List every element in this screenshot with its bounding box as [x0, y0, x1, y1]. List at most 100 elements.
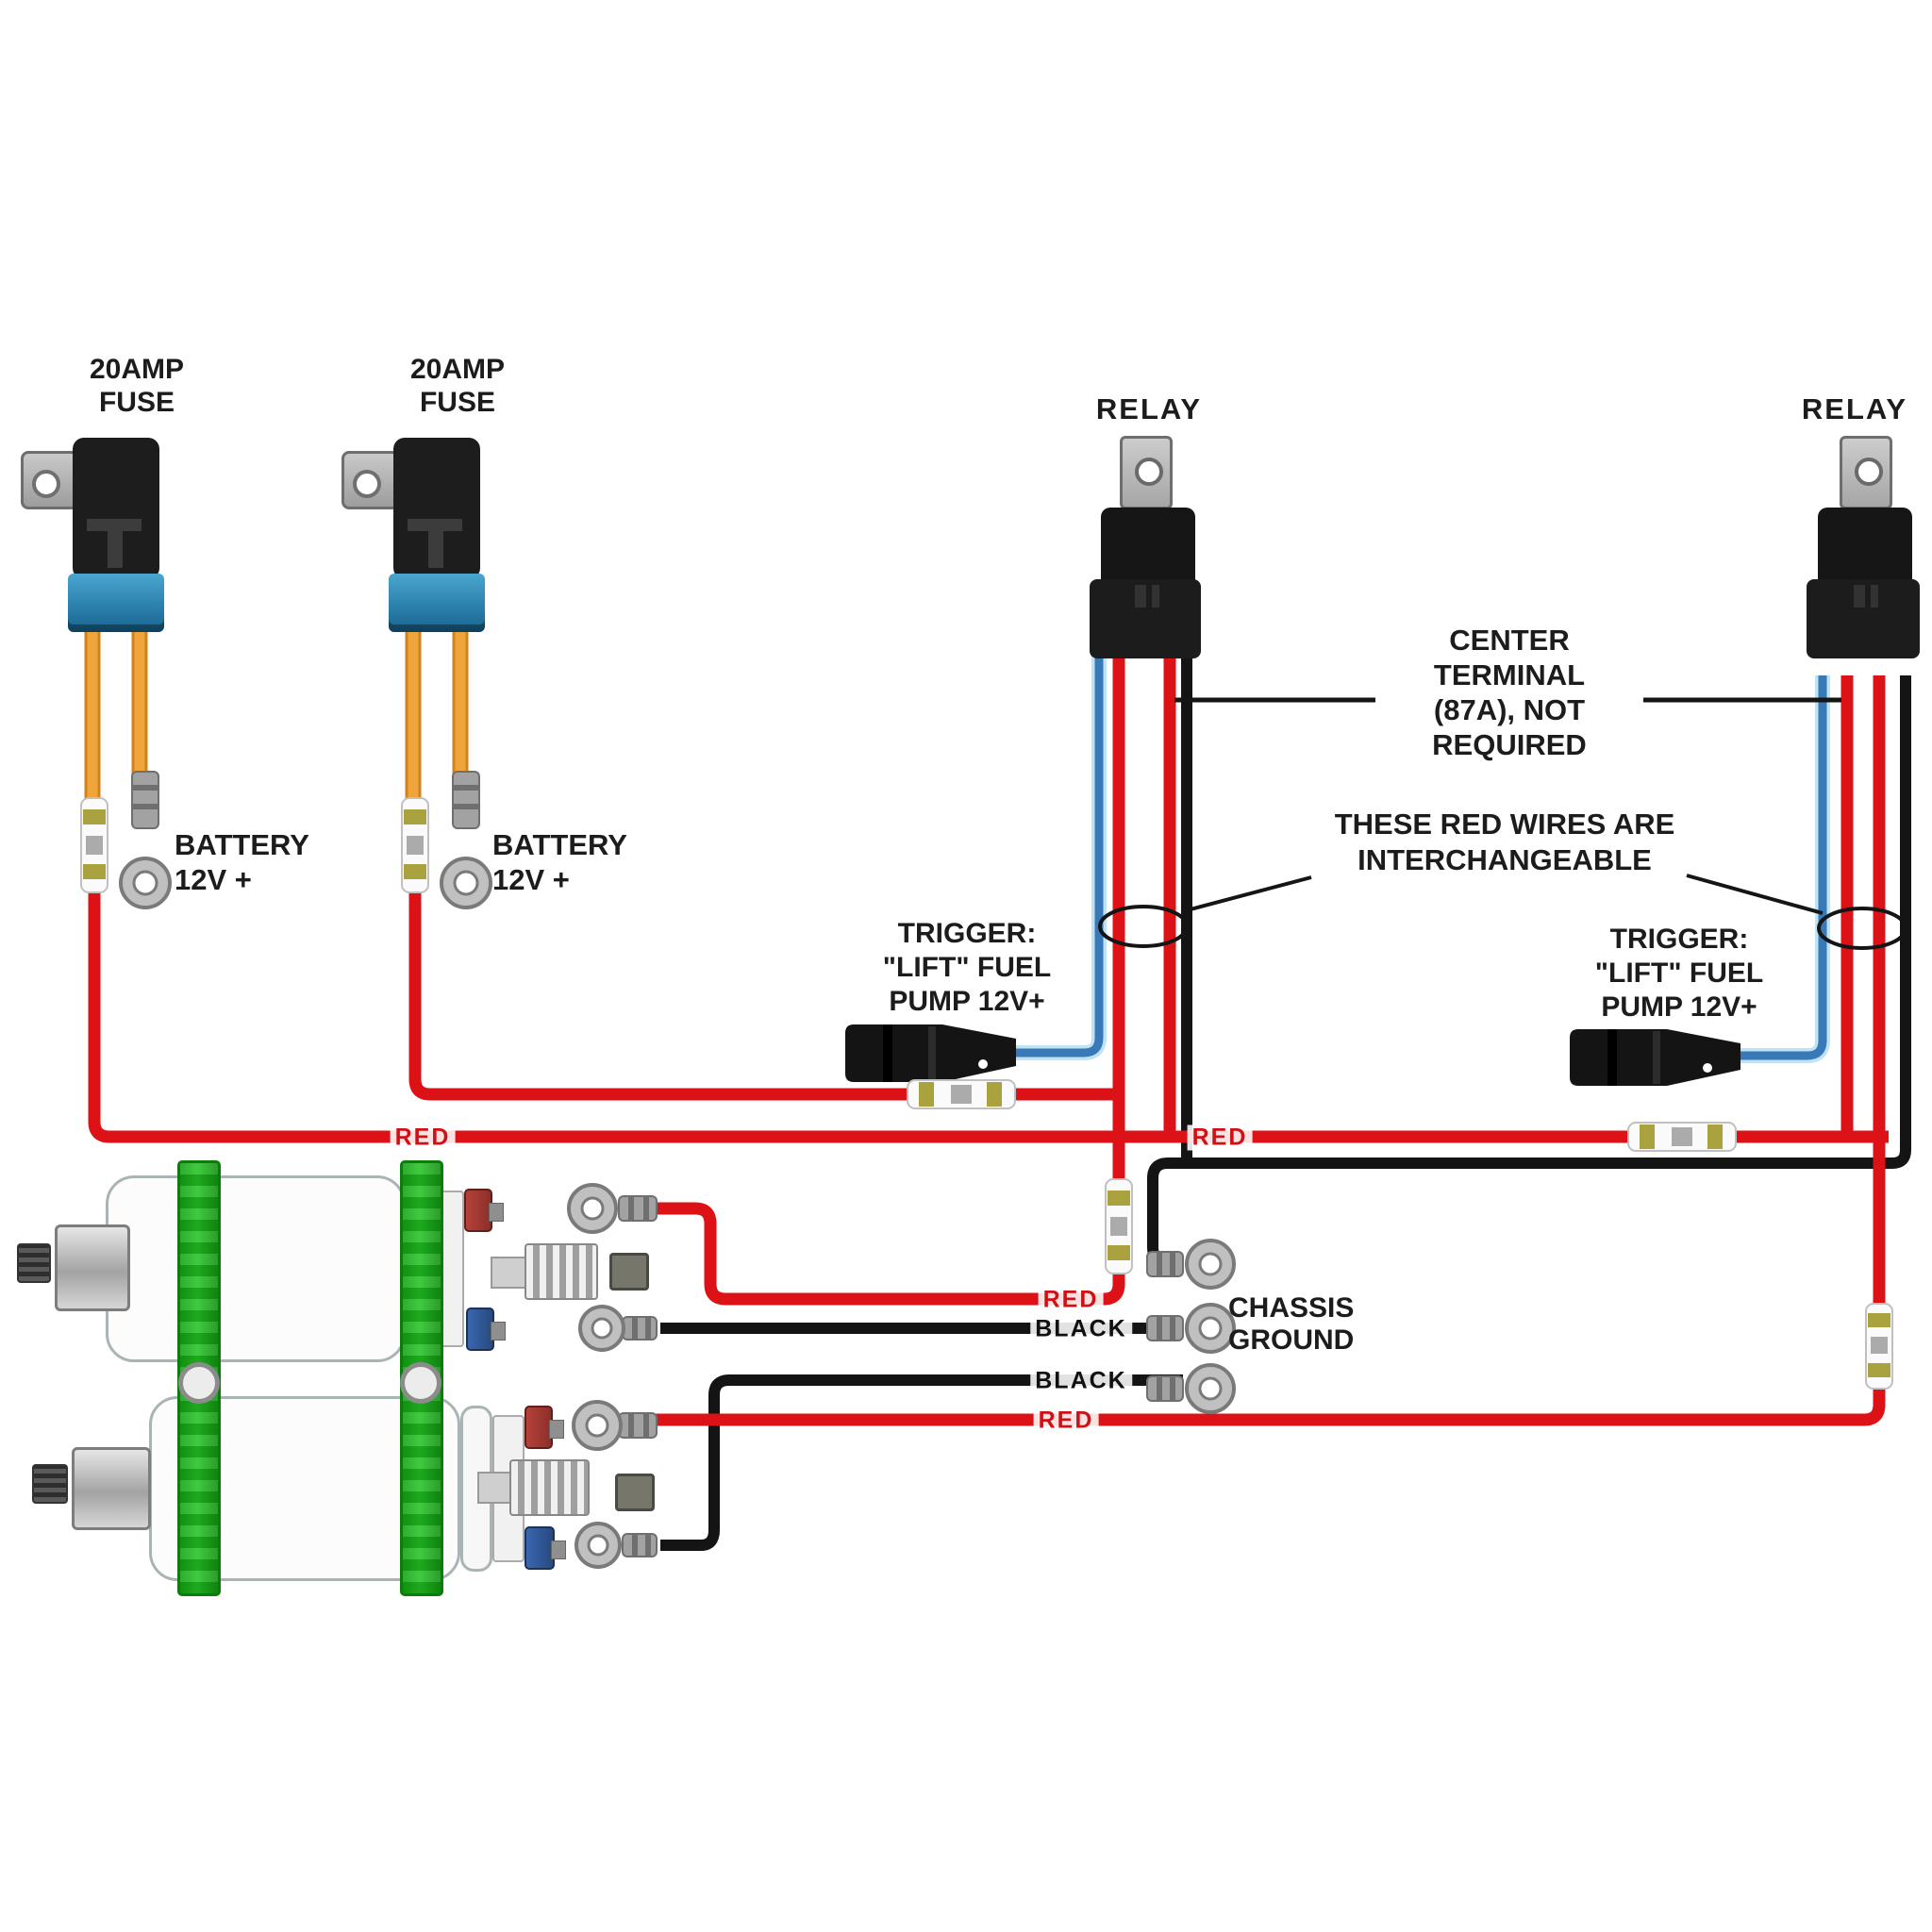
- trigger1-line1: TRIGGER:: [897, 918, 1037, 949]
- ellipse-callout-2: [1817, 907, 1907, 950]
- relay1-notch-2: [1152, 585, 1159, 608]
- fuse1-slot-v: [108, 519, 123, 568]
- ring-terminal-pump2-black: [575, 1522, 622, 1569]
- wire-label-red-main-right: RED: [1187, 1124, 1253, 1151]
- fuse1-label-line1: 20AMP: [89, 354, 185, 385]
- crimp-pump1-black: [622, 1316, 658, 1341]
- relay2-label: RELAY: [1801, 392, 1908, 425]
- pump2-ground-wire: [660, 1374, 1183, 1551]
- relay2-mount-hole-icon: [1855, 458, 1883, 486]
- pump1-negative-post: [466, 1307, 506, 1351]
- fuse1-mount-tab: [21, 451, 79, 509]
- interchangeable-line1: THESE RED WIRES ARE: [1334, 808, 1675, 841]
- fuse2-holder-icon: [393, 438, 480, 579]
- butt-splice-pump1-red: [1105, 1178, 1133, 1274]
- strap-grommet-left-icon: [178, 1362, 220, 1404]
- center-terminal-line3: (87A), NOT: [1433, 693, 1586, 726]
- relay2-notch-2: [1871, 585, 1878, 608]
- center-terminal-note: CENTER TERMINAL (87A), NOT REQUIRED: [1354, 623, 1665, 762]
- fuse1-label: 20AMP FUSE: [52, 353, 222, 420]
- pump1-negative-tab: [491, 1322, 506, 1341]
- ring-terminal-pump1-red: [567, 1183, 618, 1234]
- butt-splice-fuse2: [401, 797, 429, 893]
- relay2-trigger-wire: [1732, 675, 1827, 1060]
- pump2-inlet-tip: [32, 1464, 68, 1504]
- relay1-mount-tab: [1120, 436, 1173, 509]
- bullet-connector-1: [845, 1024, 1016, 1082]
- chassis-ground-line2: GROUND: [1228, 1324, 1355, 1356]
- fuse2-red-wire: [408, 889, 1113, 1101]
- fuse2-mount-hole-icon: [353, 470, 381, 498]
- ring-terminal-battery2: [440, 857, 492, 909]
- fuse2-mount-tab: [341, 451, 400, 509]
- relay2-socket: [1807, 579, 1920, 658]
- pump2-outlet-base: [477, 1472, 511, 1504]
- pump2-negative-tab: [551, 1541, 566, 1559]
- butt-splice-main-line: [1627, 1122, 1737, 1152]
- pump2-positive-post: [525, 1406, 564, 1449]
- butt-splice-fuse1: [80, 797, 108, 893]
- wire-label-black-pump2: BLACK: [1030, 1368, 1132, 1394]
- ring-terminal-ground-3: [1185, 1363, 1236, 1414]
- center-terminal-line1: CENTER: [1449, 624, 1570, 657]
- trigger2-line3: PUMP 12V+: [1601, 991, 1757, 1023]
- pump1-positive-tab: [489, 1203, 504, 1222]
- interchangeable-line-left: [1186, 875, 1312, 912]
- crimp-battery2: [452, 771, 480, 829]
- wire-label-black-pump1: BLACK: [1030, 1316, 1132, 1342]
- interchangeable-line2: INTERCHANGEABLE: [1357, 843, 1652, 876]
- pump2-positive-tab: [549, 1420, 564, 1439]
- fuse2-label-line2: FUSE: [419, 387, 495, 419]
- fuse1-mount-hole-icon: [32, 470, 60, 498]
- trigger1-line3: PUMP 12V+: [889, 986, 1045, 1017]
- relay1-trigger-wire: [1004, 651, 1104, 1058]
- relay1-pump1-red-wire: [655, 651, 1125, 1306]
- crimp-battery1: [131, 771, 159, 829]
- fuse2-blue-band: [389, 574, 485, 632]
- relay1-socket: [1090, 579, 1201, 658]
- pump1-positive-post: [464, 1189, 504, 1232]
- wire-label-red-pump1: RED: [1038, 1287, 1104, 1313]
- pump1-outlet-nut: [609, 1253, 649, 1291]
- trigger2-line1: TRIGGER:: [1609, 924, 1749, 955]
- butt-splice-pump2-red: [1865, 1303, 1893, 1390]
- ring-terminal-ground-1: [1185, 1239, 1236, 1290]
- strap-grommet-right-icon: [400, 1362, 441, 1404]
- battery1-label-line1: BATTERY: [175, 828, 309, 861]
- trigger1-line2: "LIFT" FUEL: [882, 952, 1052, 983]
- center-terminal-line2: TERMINAL: [1433, 658, 1586, 691]
- crimp-pump2-red: [618, 1412, 658, 1439]
- battery2-label: BATTERY 12V +: [492, 828, 627, 897]
- butt-splice-fuse2-line: [907, 1079, 1016, 1109]
- pump2-outlet-nut: [615, 1474, 655, 1511]
- relay1-mount-hole-icon: [1135, 458, 1163, 486]
- trigger1-label: TRIGGER: "LIFT" FUEL PUMP 12V+: [825, 917, 1108, 1019]
- wire-label-red-main-left: RED: [390, 1124, 456, 1151]
- bullet-connector-2: [1570, 1029, 1740, 1086]
- wire-label-red-pump2: RED: [1033, 1407, 1099, 1434]
- fuse2-label: 20AMP FUSE: [373, 353, 542, 420]
- relay2-icon: [1818, 508, 1912, 583]
- interchangeable-note: THESE RED WIRES ARE INTERCHANGEABLE: [1250, 807, 1759, 878]
- fuel-pump-1: [106, 1175, 406, 1362]
- fuse1-label-line2: FUSE: [98, 387, 175, 419]
- pump1-inlet-tip: [17, 1243, 51, 1283]
- pump1-outlet-base: [491, 1257, 526, 1289]
- battery1-label: BATTERY 12V +: [175, 828, 309, 897]
- ring-terminal-pump1-black: [578, 1305, 625, 1352]
- fuse1-holder-icon: [73, 438, 159, 579]
- center-terminal-line4: REQUIRED: [1432, 728, 1587, 761]
- pump2-outlet-fitting: [509, 1459, 590, 1516]
- battery1-label-line2: 12V +: [175, 862, 252, 896]
- chassis-ground-line1: CHASSIS: [1228, 1292, 1355, 1324]
- pump1-inlet-fitting: [55, 1224, 130, 1311]
- crimp-pump1-red: [618, 1195, 658, 1222]
- fuse2-label-line1: 20AMP: [409, 354, 506, 385]
- chassis-ground-label: CHASSIS GROUND: [1228, 1292, 1354, 1357]
- relay1-notch: [1135, 585, 1146, 608]
- ellipse-callout-1: [1098, 905, 1189, 948]
- relay1-icon: [1101, 508, 1195, 583]
- battery2-label-line1: BATTERY: [492, 828, 627, 861]
